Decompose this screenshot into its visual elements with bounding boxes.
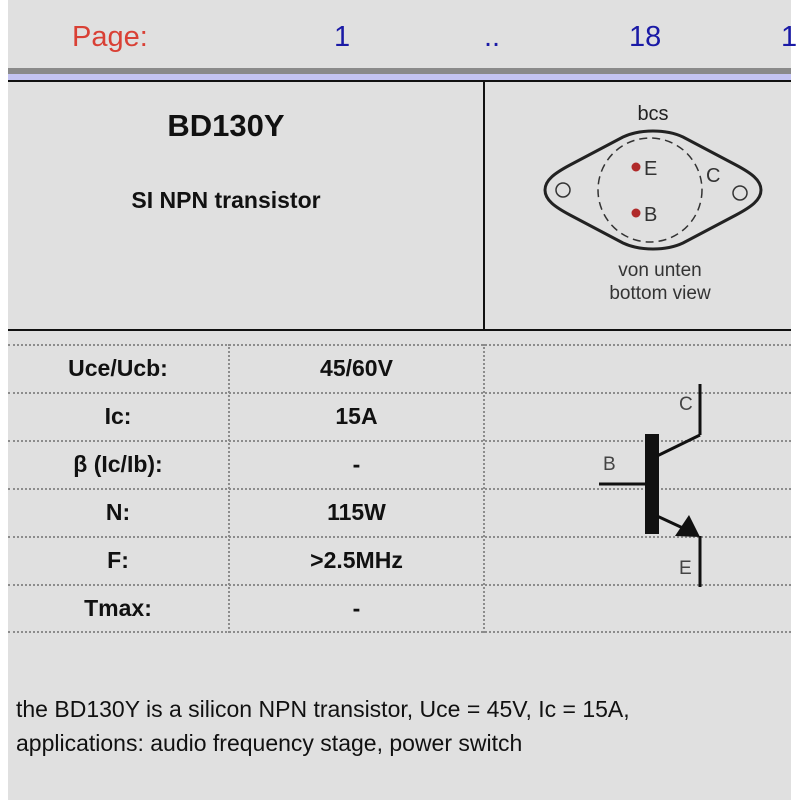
package-diagram: bcs E B C von unten bottom view	[485, 85, 791, 329]
spec-value: -	[352, 595, 361, 621]
spec-value: 15A	[335, 403, 378, 429]
nav-divider-accent	[8, 74, 791, 80]
table-row: Uce/Ucb: 45/60V	[8, 344, 484, 392]
table-row: β (Ic/Ib): -	[8, 440, 484, 488]
spec-label: N:	[105, 499, 131, 525]
emitter-label: E	[679, 558, 692, 579]
table-rule	[8, 488, 791, 490]
nav-divider-gray	[8, 68, 791, 74]
page-link-1[interactable]: 1	[334, 21, 351, 53]
base-label: B	[603, 454, 616, 475]
spec-label: Tmax:	[84, 595, 152, 621]
part-description: the BD130Y is a silicon NPN transistor, …	[16, 692, 796, 760]
pagination-bar: Page: 1 .. 18 1	[8, 0, 797, 68]
spec-label: β (Ic/Ib):	[73, 451, 163, 477]
nav-divider-line	[8, 80, 791, 82]
table-rule	[8, 392, 791, 394]
base-bar	[645, 434, 659, 534]
page-link-next[interactable]: 1	[781, 21, 798, 53]
spec-value: -	[352, 451, 361, 477]
part-subtitle: SI NPN transistor	[131, 187, 321, 213]
spec-label: F:	[107, 547, 129, 573]
header-bottom-divider	[8, 329, 791, 331]
description-line-1: the BD130Y is a silicon NPN transistor, …	[16, 696, 630, 722]
table-rule	[8, 631, 791, 633]
mount-hole-right	[732, 185, 748, 201]
emitter-arrow-icon	[675, 515, 700, 537]
table-row: Tmax: -	[8, 584, 484, 632]
table-column-divider	[483, 344, 485, 633]
spec-value: >2.5MHz	[310, 547, 403, 573]
collector-lead	[656, 433, 701, 458]
spec-label: Uce/Ucb:	[68, 355, 168, 381]
page-ellipsis: ..	[484, 21, 501, 53]
to3-package-icon: bcs E B C von unten bottom view	[543, 103, 763, 304]
caption-german: von unten	[618, 260, 701, 281]
header-vertical-divider	[483, 82, 485, 331]
table-rule	[8, 344, 791, 346]
spec-label: Ic:	[104, 403, 132, 429]
table-row: Ic: 15A	[8, 392, 484, 440]
spec-value: 115W	[327, 499, 386, 525]
part-title: BD130Y	[167, 108, 285, 143]
collector-label: C	[679, 394, 693, 415]
page-label: Page:	[72, 21, 148, 53]
package-outline	[543, 129, 763, 251]
can-outline	[597, 137, 703, 243]
emitter-pin-dot	[631, 162, 641, 172]
table-row: N: 115W	[8, 488, 484, 536]
base-pin-label: B	[644, 204, 657, 226]
table-column-divider	[228, 344, 230, 633]
description-line-2: applications: audio frequency stage, pow…	[16, 730, 523, 756]
emitter-pin-label: E	[644, 158, 657, 180]
caption-english: bottom view	[609, 283, 711, 304]
page-link-18[interactable]: 18	[629, 21, 662, 53]
spec-value: 45/60V	[320, 355, 393, 381]
table-rule	[8, 440, 791, 442]
npn-symbol: C B E	[485, 346, 791, 632]
npn-transistor-icon: C B E	[599, 384, 702, 587]
table-row: F: >2.5MHz	[8, 536, 484, 584]
collector-pin-label: C	[706, 165, 720, 187]
table-rule	[8, 584, 791, 586]
mount-hole-left	[555, 182, 571, 198]
table-rule	[8, 536, 791, 538]
datasheet-page: Page: 1 .. 18 1 BD130Y SI NPN transistor…	[8, 0, 797, 800]
base-pin-dot	[631, 208, 641, 218]
emitter-lead	[656, 514, 686, 531]
package-name: bcs	[637, 103, 668, 125]
